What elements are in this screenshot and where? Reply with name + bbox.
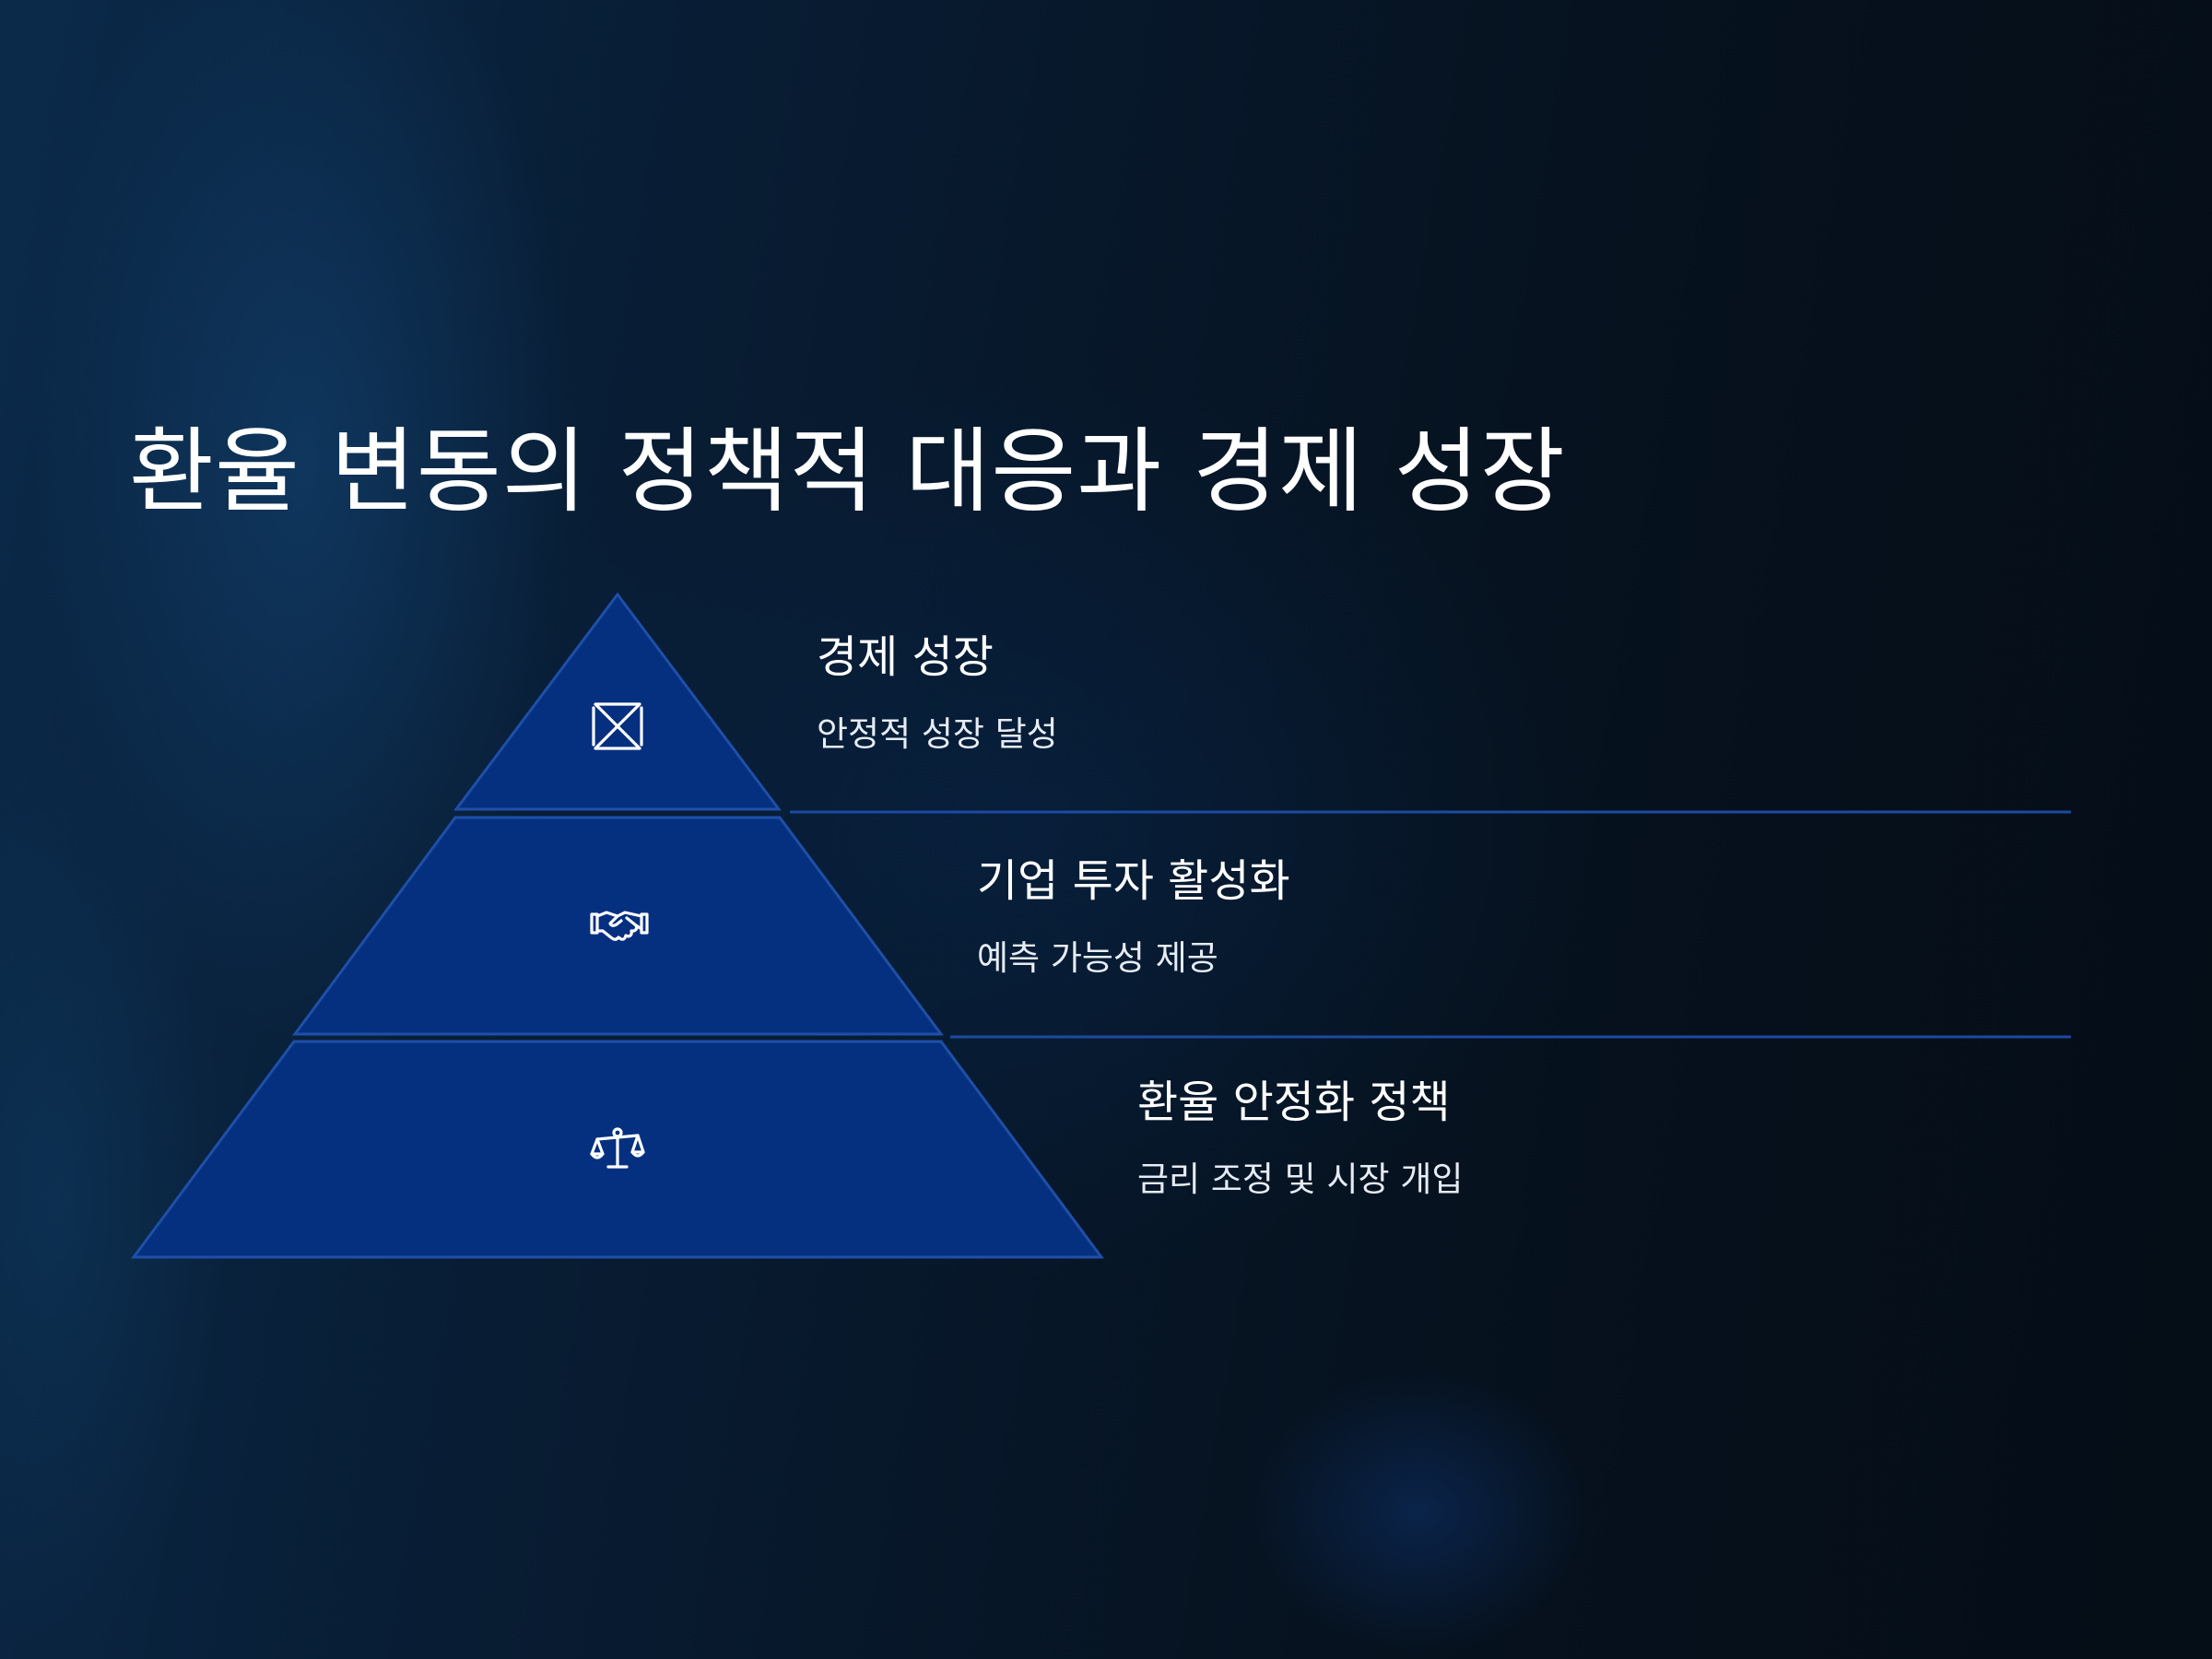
tier-heading-middle: 기업 투자 활성화 xyxy=(977,855,1290,907)
tier-label-middle: 기업 투자 활성화 예측 가능성 제공 xyxy=(977,853,1290,981)
tier-heading-top: 경제 성장 xyxy=(817,631,994,683)
tier-label-top: 경제 성장 안정적 성장 달성 xyxy=(817,629,1058,757)
tier-description-bottom: 금리 조정 및 시장 개입 xyxy=(1137,1159,1464,1199)
tier-label-bottom: 환율 안정화 정책 금리 조정 및 시장 개입 xyxy=(1137,1075,1463,1202)
tier-description-middle: 예측 가능성 제공 xyxy=(977,938,1218,978)
pyramid-tier-middle xyxy=(292,816,944,1036)
handshake-icon xyxy=(590,911,649,941)
tier-heading-bottom: 환율 안정화 정책 xyxy=(1137,1077,1451,1128)
hourglass-icon xyxy=(592,702,643,750)
page-title: 환율 변동의 정책적 대응과 경제 성장 xyxy=(129,418,1566,525)
balance-scale-icon xyxy=(590,1127,645,1169)
tier-description-top: 안정적 성장 달성 xyxy=(817,714,1058,754)
pyramid-tier-top xyxy=(453,592,782,811)
